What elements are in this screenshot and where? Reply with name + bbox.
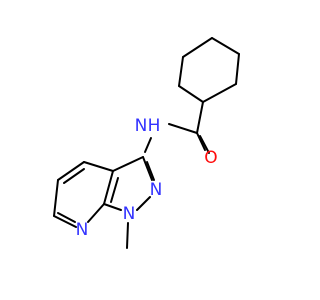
bond bbox=[63, 168, 85, 184]
bond bbox=[83, 161, 114, 172]
bond bbox=[202, 83, 237, 103]
cyclohexane-ring bbox=[178, 37, 240, 103]
bond bbox=[112, 156, 144, 172]
bond bbox=[57, 161, 85, 181]
bond bbox=[110, 177, 119, 203]
molecule-structure: N H O N N N bbox=[53, 37, 240, 249]
bond bbox=[182, 37, 213, 58]
pyridine-ring bbox=[53, 161, 114, 228]
bond bbox=[53, 179, 59, 217]
bond bbox=[144, 137, 152, 153]
molecule-canvas: N H O N N N bbox=[53, 37, 240, 249]
pyrazole-n1-label: N bbox=[123, 204, 136, 224]
bond bbox=[178, 56, 184, 87]
bond bbox=[142, 156, 153, 181]
bond bbox=[211, 37, 240, 55]
bond bbox=[136, 196, 151, 211]
amide-nitrogen-label: N bbox=[135, 116, 148, 136]
bond bbox=[178, 85, 204, 103]
carbonyl-oxygen-label: O bbox=[204, 148, 217, 168]
bond bbox=[53, 215, 77, 228]
bond bbox=[57, 212, 76, 223]
bond bbox=[103, 170, 114, 205]
pyridine-n7-label: N bbox=[76, 220, 89, 240]
bond bbox=[126, 222, 129, 249]
amide-hydrogen-label: H bbox=[148, 116, 161, 136]
pyrazole-n2-label: N bbox=[150, 180, 163, 200]
bond bbox=[87, 203, 105, 223]
bond bbox=[199, 135, 210, 154]
bond bbox=[196, 101, 204, 134]
atom-labels: N H O N N N bbox=[76, 116, 218, 240]
amide-group bbox=[144, 101, 210, 154]
pyrazole-ring bbox=[103, 156, 155, 249]
bond bbox=[196, 132, 206, 151]
bond bbox=[235, 53, 240, 85]
bond bbox=[168, 123, 198, 134]
bond bbox=[103, 203, 122, 211]
bond bbox=[146, 161, 155, 181]
